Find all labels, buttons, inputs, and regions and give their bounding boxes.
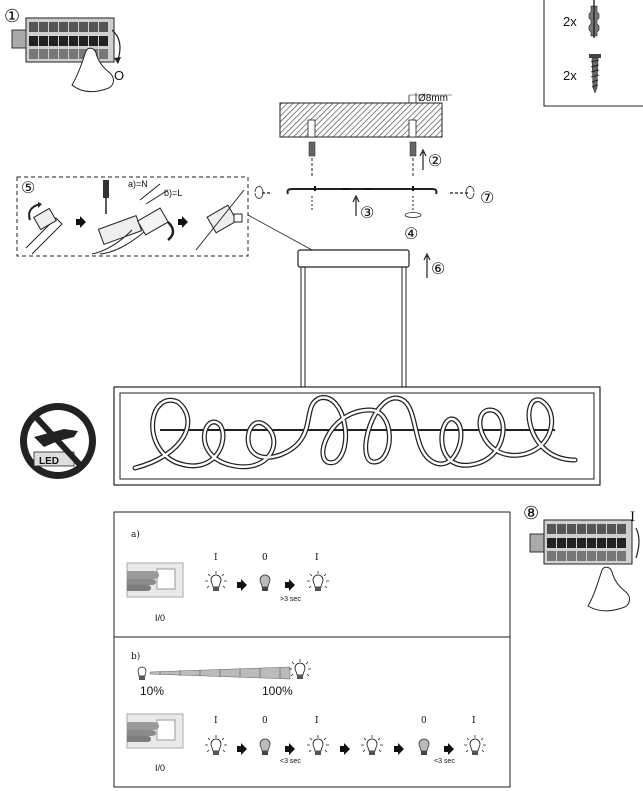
led-label: LED <box>39 456 59 467</box>
switch-off-label: O <box>114 68 124 83</box>
panel-b-dimming: b) 10% 100% I/0 I 0 <3 sec I 0 <3 sec I <box>113 636 511 788</box>
panel-b-switch-caption: I/0 <box>155 763 165 773</box>
connector-icon <box>25 202 63 255</box>
panel-a-timing: >3 sec <box>280 596 301 603</box>
closed-connector-icon <box>195 189 245 251</box>
washer-icon <box>404 212 422 218</box>
panel-b-state: I <box>214 716 218 726</box>
switch-on-label: I <box>630 510 635 525</box>
step-2-number: ② <box>428 151 442 170</box>
step-1-number: ① <box>4 6 20 27</box>
step-1-switch-off: ① O <box>4 6 124 93</box>
terminal-connector-icon <box>91 183 169 255</box>
live-wire-label: b)=L <box>164 188 182 198</box>
screw-quantity: 2x <box>563 68 577 83</box>
luminaire-frame <box>113 386 601 486</box>
ceiling-icon <box>279 102 443 138</box>
dowel-quantity: 2x <box>563 14 577 29</box>
step-8-number: ⑧ <box>523 503 539 524</box>
step-6-number: ⑥ <box>431 259 445 278</box>
step-7-number: ⑦ <box>480 188 494 207</box>
dim-min-bulb-icon <box>137 666 147 680</box>
neutral-wire-label: a)=N <box>128 179 148 189</box>
panel-b-timing: <3 sec <box>434 758 455 765</box>
up-arrow-icon <box>352 194 360 216</box>
panel-b-state: 0 <box>262 716 268 726</box>
breaker-block-icon <box>543 519 633 565</box>
step-3-number: ③ <box>360 203 374 222</box>
screw-left-icon <box>254 186 264 199</box>
dowel-left-icon <box>308 141 316 176</box>
step-5-wiring: ⑤ a)=N b)=L <box>16 176 313 257</box>
bracket-icon <box>286 188 438 195</box>
parts-box: 2x 2x <box>543 0 643 107</box>
panel-b-state: I <box>315 716 319 726</box>
canopy: ⑥ <box>297 249 445 388</box>
step-5-number: ⑤ <box>21 178 35 197</box>
dim-min-label: 10% <box>140 684 164 698</box>
panel-b-label: b) <box>131 651 140 662</box>
screw-icon <box>589 54 601 94</box>
canopy-icon <box>297 249 410 268</box>
step-4-number: ④ <box>404 224 418 243</box>
drill-diameter-label: Ø8mm <box>418 93 448 104</box>
panel-b-state: 0 <box>421 716 427 726</box>
breaker-block-icon <box>25 17 115 63</box>
dim-max-label: 100% <box>262 684 293 698</box>
hand-icon <box>587 566 630 612</box>
panel-b-timing: <3 sec <box>280 758 301 765</box>
panel-b-state: I <box>472 716 476 726</box>
ceiling-mounting: Ø8mm ② <box>279 93 452 176</box>
hand-icon <box>71 47 114 93</box>
dowel-right-icon <box>409 141 417 176</box>
wall-switch-icon <box>126 562 184 598</box>
panel-a-switch-caption: I/0 <box>155 613 165 623</box>
led-no-touch-warning: LED <box>20 403 96 479</box>
step-8-switch-on: ⑧ I <box>523 503 640 612</box>
panel-a-switching: a) I/0 I 0 >3 sec I <box>113 511 511 638</box>
wall-switch-icon <box>126 713 184 749</box>
panel-a-state: I <box>315 553 319 563</box>
panel-a-label: a) <box>131 529 140 540</box>
wall-plug-icon <box>588 0 600 38</box>
panel-b <box>113 636 511 788</box>
mounting-bracket: ⑦ ③ ④ <box>254 186 494 243</box>
screwdriver-icon <box>103 180 109 214</box>
panel-a-state: I <box>214 553 218 563</box>
panel-a-state: 0 <box>262 553 268 563</box>
up-arrow-icon <box>423 252 431 278</box>
luminaire <box>113 386 601 486</box>
up-arrow-icon <box>419 148 427 170</box>
